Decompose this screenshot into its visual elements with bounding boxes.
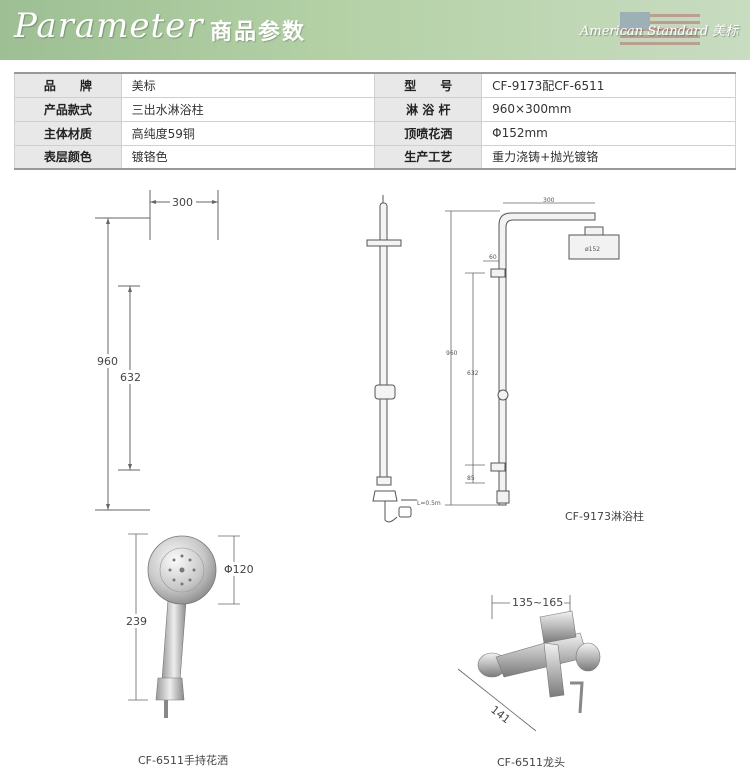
banner-title: Parameter (14, 6, 204, 46)
spec-label: 生产工艺 (374, 144, 483, 170)
faucet-drawing: 135~165 141 (457, 595, 601, 732)
caption-shower-column: CF-9173淋浴柱 (565, 510, 644, 523)
spec-value: 美标 (120, 72, 376, 98)
spec-value: 高纯度59铜 (120, 120, 376, 146)
caption-hand-shower: CF-6511手持花洒 (138, 754, 228, 767)
dim-300: 300 (172, 196, 193, 209)
dim-632: 632 (120, 371, 141, 384)
side-dim-960: 960 (446, 350, 458, 357)
banner-subtitle: 商品参数 (210, 20, 307, 45)
caption-faucet: CF-6511龙头 (497, 756, 565, 769)
dim-960: 960 (97, 355, 118, 368)
shower-column-front: L=0.5m (366, 195, 441, 523)
side-dim-632: 632 (467, 370, 479, 377)
spec-table: 品 牌 美标 型 号 CF-9173配CF-6511 产品款式 三出水淋浴柱 淋… (14, 72, 736, 170)
spec-label: 型 号 (374, 72, 483, 98)
header-banner: Parameter 商品参数 American Standard 美标 (0, 0, 750, 60)
table-row: 表层颜色 镀铬色 生产工艺 重力浇铸+抛光镀铬 (14, 144, 736, 170)
spec-label: 品 牌 (14, 72, 122, 98)
dimension-drawing: 300 960 632 (95, 190, 219, 511)
spec-label: 表层颜色 (14, 144, 122, 170)
side-dim-300: 300 (543, 197, 555, 204)
spec-value: 重力浇铸+抛光镀铬 (481, 144, 736, 170)
logo-text: American Standard 美标 (580, 24, 739, 39)
table-row: 品 牌 美标 型 号 CF-9173配CF-6511 (14, 72, 736, 98)
side-dim-60: 60 (489, 254, 497, 261)
spec-label: 淋 浴 杆 (374, 96, 483, 122)
table-row: 主体材质 高纯度59铜 顶喷花洒 Φ152mm (14, 120, 736, 146)
side-dim-85: 85 (467, 475, 475, 482)
spec-value: 三出水淋浴柱 (120, 96, 376, 122)
spec-value: 镀铬色 (120, 144, 376, 170)
dim-faucet-width: 135~165 (512, 596, 563, 609)
dim-handshower-len: 239 (126, 615, 147, 628)
brand-logo: American Standard 美标 (580, 10, 740, 50)
spec-label: 主体材质 (14, 120, 122, 146)
spec-value: Φ152mm (481, 120, 736, 146)
table-row: 产品款式 三出水淋浴柱 淋 浴 杆 960×300mm (14, 96, 736, 122)
spec-label: 顶喷花洒 (374, 120, 483, 146)
flag-icon (620, 12, 700, 46)
shower-column-side: 300 60 960 632 85 ø152 (445, 197, 620, 506)
dim-handshower-dia: Φ120 (224, 563, 254, 576)
spec-value: 960×300mm (481, 96, 736, 122)
spec-label: 产品款式 (14, 96, 122, 122)
spec-value: CF-9173配CF-6511 (481, 72, 736, 98)
dim-hose: L=0.5m (417, 500, 441, 507)
hand-shower-drawing: Φ120 239 (126, 533, 254, 718)
side-dim-head: ø152 (585, 246, 600, 253)
dim-faucet-depth: 141 (488, 703, 513, 726)
